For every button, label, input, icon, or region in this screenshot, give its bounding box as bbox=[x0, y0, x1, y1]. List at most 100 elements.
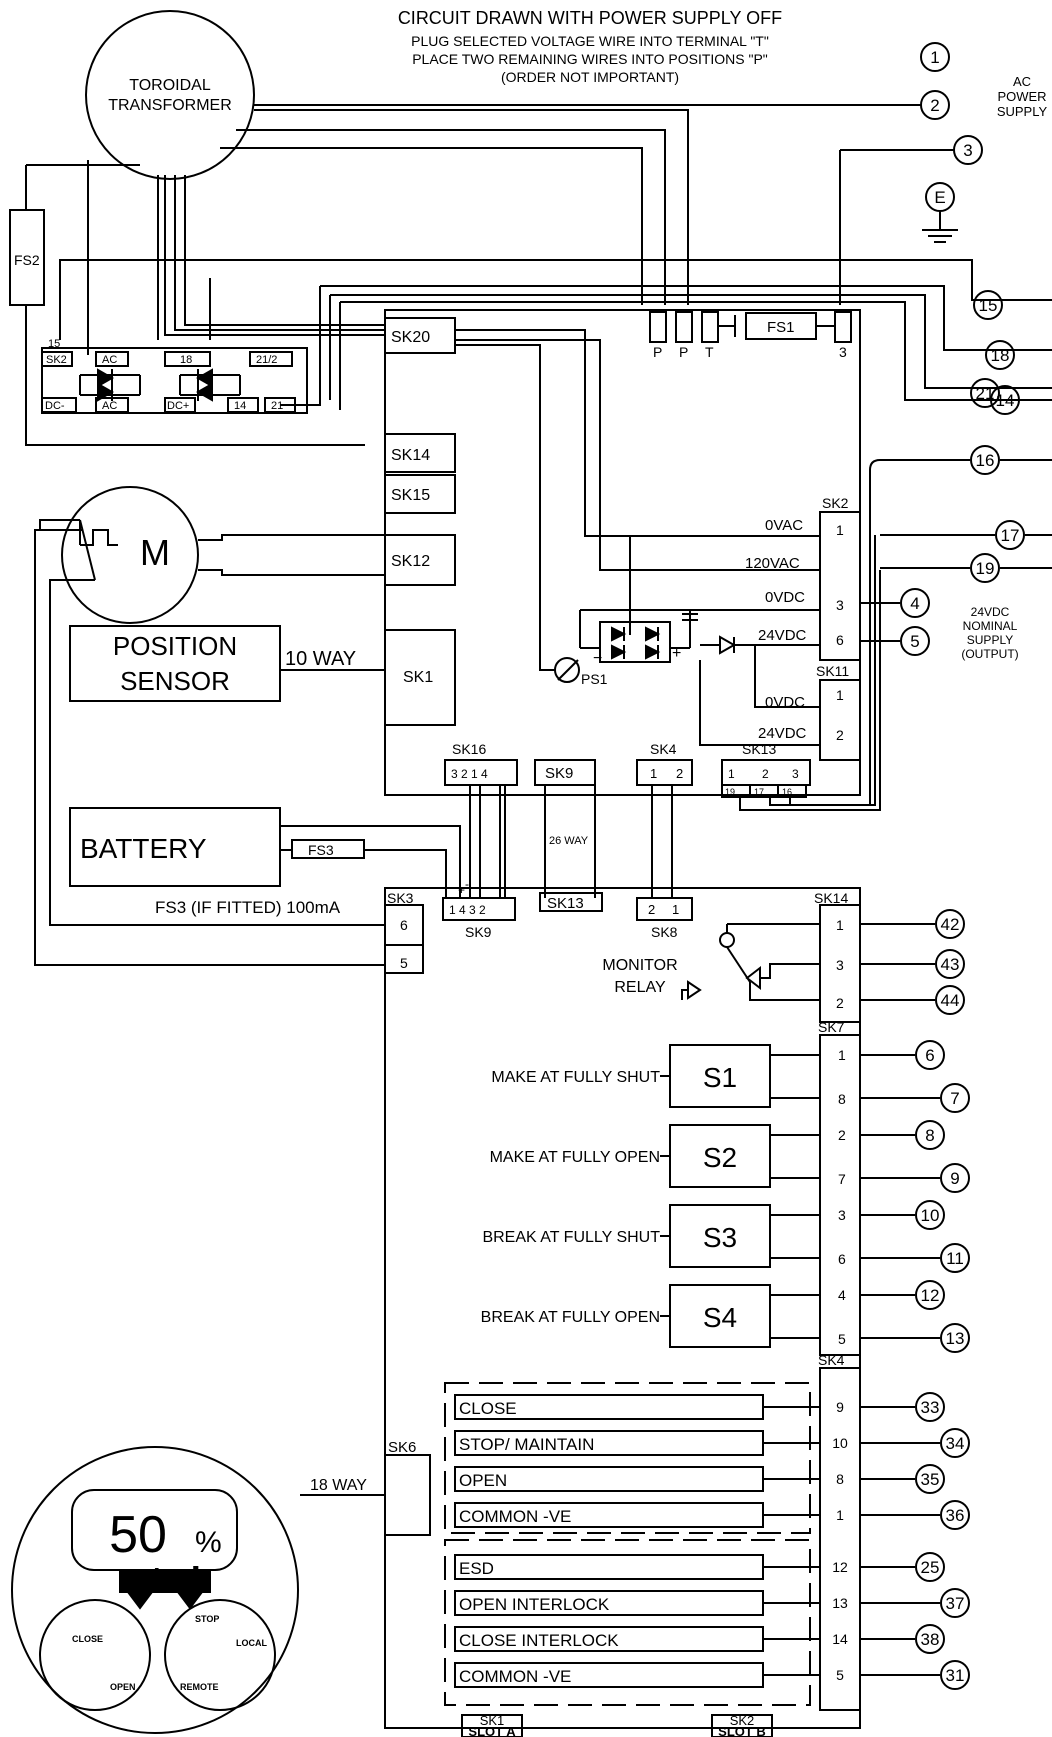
transformer-label-1: TOROIDAL bbox=[129, 77, 211, 94]
header-line-3: PLACE TWO REMAINING WIRES INTO POSITIONS… bbox=[412, 51, 768, 67]
transformer-wires bbox=[25, 104, 1052, 446]
sk7-connector bbox=[819, 1034, 861, 1356]
motor-label: M bbox=[140, 532, 170, 573]
svg-text:3: 3 bbox=[836, 957, 844, 973]
terminal-19-label: 19 bbox=[976, 559, 995, 578]
plug-labels: P P T 3 FS1 bbox=[653, 319, 847, 360]
svg-text:+: + bbox=[672, 645, 681, 662]
switch-terminal-11 bbox=[940, 1243, 970, 1273]
earth-symbol bbox=[922, 211, 958, 243]
knob-left[interactable] bbox=[39, 1599, 151, 1711]
terminal-3: 3 bbox=[963, 141, 972, 160]
svg-text:6: 6 bbox=[838, 1251, 846, 1267]
svg-text:0VAC: 0VAC bbox=[765, 517, 803, 534]
terminal-1: 1 bbox=[930, 48, 939, 67]
sk2-connector bbox=[819, 511, 861, 761]
svg-text:6: 6 bbox=[400, 917, 408, 933]
input-terminal-34 bbox=[940, 1428, 970, 1458]
battery-label: BATTERY bbox=[80, 833, 207, 864]
terminal-14: 14 bbox=[996, 391, 1015, 410]
knob-stop-label: STOP bbox=[195, 1614, 219, 1624]
toroidal-transformer bbox=[85, 10, 255, 180]
svg-text:3: 3 bbox=[838, 1207, 846, 1223]
monitor-relay-1: MONITOR bbox=[602, 957, 677, 974]
knob-close-label: CLOSE bbox=[72, 1634, 103, 1644]
transformer-label-2: TRANSFORMER bbox=[108, 97, 232, 114]
svg-text:1: 1 bbox=[836, 522, 844, 538]
terminal-16-label: 16 bbox=[976, 451, 995, 470]
svg-text:5: 5 bbox=[838, 1331, 846, 1347]
sk4-connector bbox=[819, 1367, 861, 1711]
input-label-open: OPEN bbox=[459, 1471, 507, 1490]
input-label-stop: STOP/ MAINTAIN bbox=[459, 1435, 594, 1454]
svg-text:19: 19 bbox=[725, 787, 735, 797]
input-terminal-31 bbox=[940, 1660, 970, 1690]
switch-terminal-7-label: 7 bbox=[950, 1089, 959, 1108]
input-label-open-interlock: OPEN INTERLOCK bbox=[459, 1595, 610, 1614]
svg-text:1: 1 bbox=[836, 687, 844, 703]
knob-right[interactable] bbox=[164, 1599, 276, 1711]
switch-terminal-13-label: 13 bbox=[946, 1329, 965, 1348]
battery-wiring bbox=[280, 785, 506, 898]
sk13-top-label: SK13 bbox=[742, 741, 776, 757]
sk16-pins: 3 2 1 4 bbox=[451, 767, 488, 781]
svg-text:0VDC: 0VDC bbox=[765, 589, 805, 606]
power-board bbox=[384, 309, 861, 796]
switch-terminal-9-label: 9 bbox=[950, 1169, 959, 1188]
sk7-label: SK7 bbox=[818, 1019, 845, 1035]
sk14-label: SK14 bbox=[814, 890, 848, 906]
input-terminal-36-label: 36 bbox=[946, 1506, 965, 1525]
input-terminal-35 bbox=[915, 1464, 945, 1494]
relay-terminal-43-label: 43 bbox=[941, 955, 960, 974]
svg-text:-: - bbox=[465, 877, 469, 891]
position-sensor-label-1: POSITION bbox=[113, 631, 237, 661]
ps1-label: PS1 bbox=[581, 671, 608, 687]
slot-b-label: SLOT B bbox=[718, 1724, 766, 1737]
svg-text:14: 14 bbox=[832, 1631, 848, 1647]
svg-text:0VDC: 0VDC bbox=[765, 694, 805, 711]
terminal-17 bbox=[995, 520, 1025, 550]
svg-text:8: 8 bbox=[836, 1471, 844, 1487]
fs3-label: FS3 bbox=[308, 842, 334, 858]
terminal-16 bbox=[970, 445, 1000, 475]
svg-text:24VDC: 24VDC bbox=[758, 725, 807, 742]
power-board-wiring bbox=[455, 329, 820, 746]
terminal-21: 21 bbox=[976, 384, 995, 403]
svg-text:2: 2 bbox=[648, 902, 655, 917]
input-terminal-33 bbox=[915, 1392, 945, 1422]
terminal-5: 5 bbox=[910, 632, 919, 651]
svg-text:SK14: SK14 bbox=[391, 447, 430, 464]
svg-text:9: 9 bbox=[836, 1399, 844, 1415]
relay-terminal-42 bbox=[935, 909, 965, 939]
input-terminal-36 bbox=[940, 1500, 970, 1530]
sk3-label: SK3 bbox=[387, 890, 414, 906]
switch-s3-desc: BREAK AT FULLY SHUT bbox=[482, 1229, 660, 1246]
svg-text:18: 18 bbox=[180, 354, 192, 366]
svg-text:1: 1 bbox=[836, 917, 844, 933]
control-panel bbox=[11, 1446, 299, 1734]
svg-text:SK1: SK1 bbox=[403, 669, 433, 686]
relay-terminal-43 bbox=[935, 949, 965, 979]
terminal-earth: E bbox=[934, 188, 945, 207]
svg-text:2: 2 bbox=[838, 1127, 846, 1143]
svg-text:AC: AC bbox=[1013, 74, 1031, 89]
input-label-common-2: COMMON -VE bbox=[459, 1667, 571, 1686]
motor bbox=[61, 486, 199, 624]
switch-s1-desc: MAKE AT FULLY SHUT bbox=[491, 1069, 660, 1086]
svg-text:24VDC: 24VDC bbox=[758, 627, 807, 644]
svg-text:SK11: SK11 bbox=[816, 663, 849, 679]
sk3-connector bbox=[384, 904, 424, 974]
slot-a bbox=[461, 1714, 523, 1737]
switch-s4-desc: BREAK AT FULLY OPEN bbox=[481, 1309, 660, 1326]
terminal-18: 18 bbox=[991, 346, 1010, 365]
svg-text:DC-: DC- bbox=[45, 400, 65, 412]
input-label-common-1: COMMON -VE bbox=[459, 1507, 571, 1526]
svg-text:16: 16 bbox=[782, 787, 792, 797]
knob-local-label: LOCAL bbox=[236, 1638, 267, 1648]
supply-output-4: (OUTPUT) bbox=[961, 647, 1018, 661]
input-terminal-31-label: 31 bbox=[946, 1666, 965, 1685]
switch-terminal-8 bbox=[915, 1120, 945, 1150]
sk2-labels: SK2 1 3 6 0VAC 120VAC 0VDC 24VDC SK11 1 … bbox=[745, 495, 849, 743]
